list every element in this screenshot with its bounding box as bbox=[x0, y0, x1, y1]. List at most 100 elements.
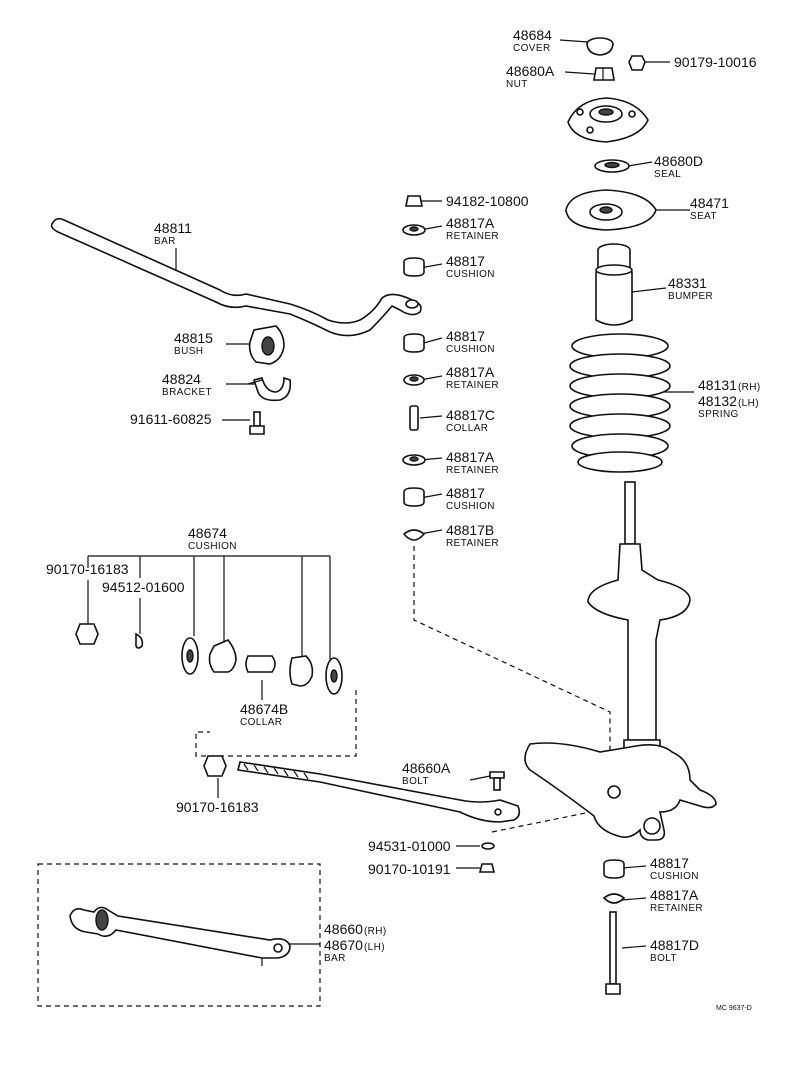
part-number: 48817A bbox=[650, 887, 699, 903]
callout-48674: 48674 CUSHION bbox=[188, 525, 237, 552]
part-name: BRACKET bbox=[162, 387, 212, 398]
part-number: 48815 bbox=[174, 330, 213, 346]
bumper-48331 bbox=[595, 243, 633, 326]
callout-48131-48132: 48131(RH) 48132(LH) SPRING bbox=[698, 377, 761, 420]
retainer-48817a-2 bbox=[403, 374, 425, 386]
retainer-48817a-1 bbox=[402, 224, 426, 236]
callout-94512: 94512-01600 bbox=[102, 579, 185, 595]
part-number: 90170-16183 bbox=[46, 561, 129, 577]
collar-48674b bbox=[245, 655, 276, 673]
nut-48680a bbox=[593, 67, 615, 81]
callout-48471: 48471 SEAT bbox=[690, 195, 729, 222]
callout-48817-4: 48817 CUSHION bbox=[650, 855, 699, 882]
part-name: BAR bbox=[324, 953, 346, 964]
diagram-code: MC 9637-D bbox=[716, 1005, 752, 1012]
nut-90170-16183-a bbox=[75, 623, 99, 645]
collar-48817c bbox=[409, 405, 419, 431]
part-number-lh: 48670(LH) bbox=[324, 937, 385, 953]
strut-body bbox=[587, 481, 691, 753]
stabilizer-bar-48811 bbox=[50, 217, 422, 337]
nut-90170-16183-b bbox=[203, 755, 227, 777]
callout-48817-3: 48817 CUSHION bbox=[446, 485, 495, 512]
callout-48817a-2: 48817A RETAINER bbox=[446, 364, 499, 391]
callout-91611: 91611-60825 bbox=[130, 411, 212, 427]
part-number: 48817D bbox=[650, 937, 699, 953]
callout-94531: 94531-01000 bbox=[368, 838, 451, 854]
part-number-rh: 48131(RH) bbox=[698, 377, 761, 393]
cover-48684 bbox=[586, 37, 614, 56]
bolt-91611 bbox=[249, 411, 265, 435]
cushion-48674-right bbox=[325, 657, 343, 695]
part-number-rh: 48660(RH) bbox=[324, 921, 387, 937]
callout-90170-16183-a: 90170-16183 bbox=[46, 561, 129, 577]
part-name: RETAINER bbox=[650, 903, 703, 914]
callout-90170-10191: 90170-10191 bbox=[368, 861, 451, 877]
cushion-48674-bush-right bbox=[289, 655, 314, 687]
part-name: CUSHION bbox=[446, 344, 495, 355]
callout-94182: 94182-10800 bbox=[446, 193, 529, 209]
cotter-pin-94512 bbox=[135, 632, 144, 649]
steering-knuckle bbox=[524, 742, 717, 841]
callout-48680d: 48680D SEAL bbox=[654, 153, 703, 180]
nut-90170-10191 bbox=[478, 863, 496, 873]
spring-48131 bbox=[569, 333, 671, 473]
part-name: CUSHION bbox=[446, 501, 495, 512]
callout-48817-1: 48817 CUSHION bbox=[446, 253, 495, 280]
part-name: RETAINER bbox=[446, 465, 499, 476]
cushion-48674-left bbox=[181, 637, 199, 675]
part-number: 94512-01600 bbox=[102, 579, 185, 595]
callouts: 48684 COVER 48680A NUT 90179-10016 48680… bbox=[46, 27, 761, 1012]
callout-48815: 48815 BUSH bbox=[174, 330, 213, 357]
callout-48817a-3: 48817A RETAINER bbox=[446, 449, 499, 476]
part-number: 90170-10191 bbox=[368, 861, 451, 877]
bush-48815 bbox=[248, 325, 285, 365]
part-name: BUSH bbox=[174, 346, 203, 357]
part-name: RETAINER bbox=[446, 538, 499, 549]
seat-48471 bbox=[565, 189, 657, 231]
callout-48811: 48811 BAR bbox=[154, 220, 192, 247]
part-name: NUT bbox=[506, 79, 528, 90]
callout-48674b: 48674B COLLAR bbox=[240, 701, 288, 728]
callout-48817a-1: 48817A RETAINER bbox=[446, 215, 499, 242]
part-name: BOLT bbox=[402, 776, 429, 787]
washer-94531 bbox=[481, 842, 495, 850]
part-number: 48817A bbox=[446, 364, 495, 380]
callout-48680a: 48680A NUT bbox=[506, 63, 555, 90]
part-name: SEAT bbox=[690, 211, 717, 222]
part-number: 48817A bbox=[446, 215, 495, 231]
retainer-48817b bbox=[402, 529, 426, 541]
callout-90179: 90179-10016 bbox=[674, 54, 757, 70]
part-number: 94182-10800 bbox=[446, 193, 529, 209]
part-name: COLLAR bbox=[446, 423, 488, 434]
callout-48331: 48331 BUMPER bbox=[668, 275, 713, 302]
part-name: SEAL bbox=[654, 169, 681, 180]
part-number: 48817 bbox=[650, 855, 689, 871]
part-name: CUSHION bbox=[188, 541, 237, 552]
part-name: RETAINER bbox=[446, 231, 499, 242]
callout-48660-48670: 48660(RH) 48670(LH) BAR bbox=[324, 921, 387, 964]
part-number: 48817 bbox=[446, 328, 485, 344]
cushion-48674-bush-left bbox=[208, 639, 237, 673]
part-number: 91611-60825 bbox=[130, 411, 212, 427]
cushion-48817-4 bbox=[603, 859, 625, 879]
callout-48660a: 48660A BOLT bbox=[402, 760, 451, 787]
part-name: SPRING bbox=[698, 409, 739, 420]
seal-48680d bbox=[594, 159, 630, 173]
part-number-lh: 48132(LH) bbox=[698, 393, 759, 409]
strut-mount bbox=[567, 97, 649, 143]
cushion-48817-3 bbox=[403, 487, 425, 507]
part-number: 48660A bbox=[402, 760, 451, 776]
bar-48660-inset bbox=[69, 906, 291, 966]
callout-48817-2: 48817 CUSHION bbox=[446, 328, 495, 355]
part-number: 94531-01000 bbox=[368, 838, 451, 854]
part-number: 48680D bbox=[654, 153, 703, 169]
part-number: 48817C bbox=[446, 407, 495, 423]
part-name: BOLT bbox=[650, 953, 677, 964]
retainer-48817a-3 bbox=[402, 454, 426, 466]
part-name: BAR bbox=[154, 236, 176, 247]
callout-48817d: 48817D BOLT bbox=[650, 937, 699, 964]
part-name: COVER bbox=[513, 43, 551, 54]
cushion-48817-2 bbox=[403, 333, 425, 353]
